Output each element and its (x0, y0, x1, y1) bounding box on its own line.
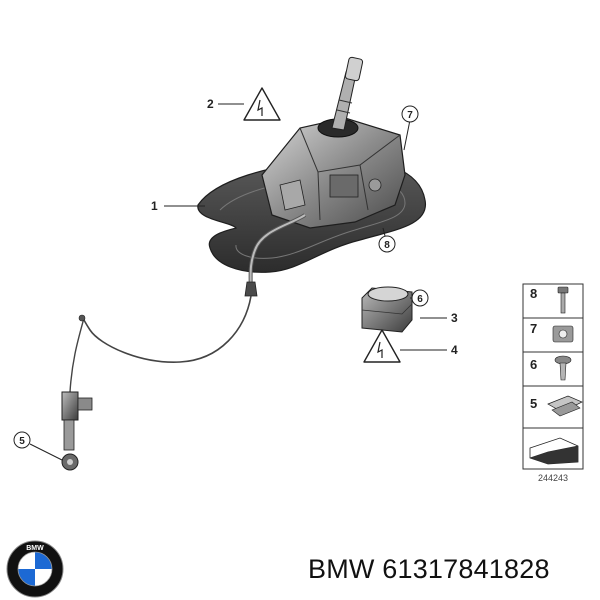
legend-doc-number: 244243 (538, 473, 568, 483)
callout-3: 3 (451, 311, 458, 325)
callout-2: 2 (207, 97, 214, 111)
svg-text:7: 7 (407, 110, 413, 121)
callout-1: 1 (151, 199, 158, 213)
spring-clip-icon (547, 395, 583, 417)
bolt-icon (557, 286, 569, 314)
cable-end-bracket (61, 391, 93, 471)
callout-4: 4 (451, 343, 458, 357)
warning-triangle-icon (243, 87, 281, 121)
pad-icon (529, 437, 579, 465)
svg-text:BMW: BMW (26, 545, 44, 552)
selector-module (361, 286, 413, 333)
warning-triangle-icon (363, 329, 401, 363)
svg-text:5: 5 (19, 436, 25, 447)
screw-icon (554, 355, 572, 381)
callout-6: 6 (411, 289, 429, 307)
bmw-logo-icon: BMW (6, 540, 64, 598)
legend-label-7: 7 (530, 321, 537, 336)
shift-cable (69, 213, 307, 393)
legend-label-8: 8 (530, 286, 537, 301)
svg-text:8: 8 (384, 240, 390, 251)
callout-5: 5 (13, 431, 31, 449)
legend-label-5: 5 (530, 396, 537, 411)
fastener-legend: 8 7 6 5 244243 (522, 283, 584, 483)
part-number: BMW 61317841828 (308, 554, 550, 584)
shifter-housing (261, 117, 406, 229)
clip-nut-icon (552, 325, 574, 343)
shift-lever (331, 56, 364, 131)
callout-8: 8 (378, 235, 396, 253)
svg-text:6: 6 (417, 294, 423, 305)
legend-label-6: 6 (530, 357, 537, 372)
callout-7: 7 (401, 105, 419, 123)
